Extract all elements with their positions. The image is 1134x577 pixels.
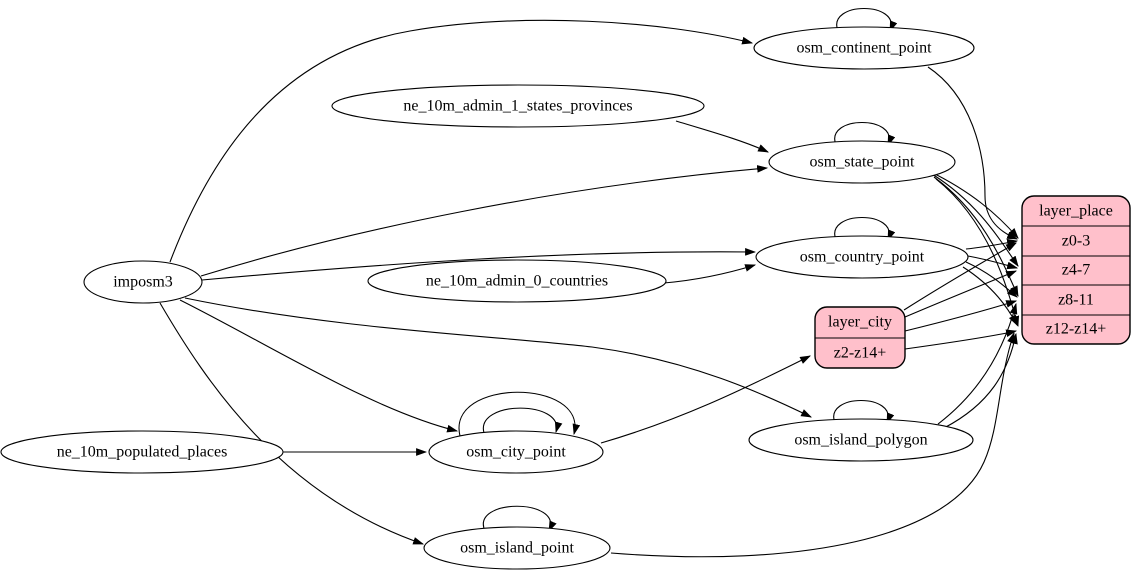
node-ellipse-osm_country_point: [755, 235, 969, 279]
edge-osm_state_point-to-layer_place-z0-3: [928, 170, 1019, 239]
layer-city-row-z2-z14: z2-z14+: [834, 345, 887, 362]
edge-ne_10m_admin_0_countries-to-osm_country_point: [663, 264, 757, 284]
selfloop-osm_continent_point: [836, 7, 898, 33]
node-osm_country_point: osm_country_point: [755, 235, 969, 279]
node-ellipse-osm_island_polygon: [748, 418, 974, 462]
edge-osm_city_point-to-layer_city-z2-z14: [600, 355, 811, 444]
edge-ne_10m_admin_1_states_provinces-to-osm_state_point: [675, 120, 770, 153]
selfloop-osm_country_point: [834, 216, 896, 242]
edge-layer_city-to-layer_place-z8-11: [904, 300, 1018, 332]
edge-imposm3-to-osm_island_point: [159, 302, 425, 545]
node-label-ne_10m_admin_1_states_provinces: ne_10m_admin_1_states_provinces: [403, 98, 632, 115]
node-ellipse-ne_10m_admin_1_states_provinces: [331, 84, 705, 128]
layer-place-row-z4-7: z4-7: [1062, 262, 1090, 279]
node-label-osm_island_polygon: osm_island_polygon: [794, 432, 927, 449]
edge-osm_island_polygon-to-layer_place-z12-z14: [943, 332, 1018, 429]
node-osm_island_point: osm_island_point: [423, 526, 611, 570]
edge-layer_city-to-layer_place-z4-7: [904, 270, 1018, 318]
edge-osm_country_point-to-layer_place-z12-z14: [962, 266, 1018, 326]
layer-place-row-z8-11: z8-11: [1058, 292, 1094, 309]
edge-imposm3-to-osm_state_point: [200, 165, 769, 277]
node-label-ne_10m_populated_places: ne_10m_populated_places: [57, 444, 228, 461]
edge-layer_city-to-layer_place-z0-3: [903, 242, 1017, 311]
node-ellipse-ne_10m_populated_places: [0, 430, 284, 474]
node-osm_island_polygon: osm_island_polygon: [748, 418, 974, 462]
selfloop-osm_state_point: [834, 121, 896, 147]
record-node-layer_place: layer_place z0-3 z4-7 z8-11 z12-z14+: [1021, 195, 1131, 345]
record-node-layer_city: layer_city z2-z14+: [814, 306, 906, 369]
edge-osm_continent_point-to-layer_place-z0-3: [927, 66, 1019, 240]
node-label-osm_city_point: osm_city_point: [466, 444, 566, 461]
edge-osm_country_point-to-layer_place-z0-3: [965, 238, 1019, 250]
edge-osm_state_point-to-layer_place-z8-11: [933, 176, 1019, 298]
node-ellipse-imposm3: [83, 260, 203, 304]
edge-imposm3-to-osm_island_polygon: [184, 297, 812, 418]
node-ellipse-osm_state_point: [768, 140, 956, 184]
node-label-osm_country_point: osm_country_point: [800, 249, 925, 266]
edge-imposm3-to-osm_country_point: [201, 248, 757, 281]
node-label-osm_state_point: osm_state_point: [810, 154, 915, 171]
edge-osm_state_point-to-layer_place-z4-7: [931, 173, 1019, 267]
node-ne_10m_populated_places: ne_10m_populated_places: [0, 430, 284, 474]
node-ne_10m_admin_0_countries: ne_10m_admin_0_countries: [367, 259, 667, 303]
node-ellipse-osm_island_point: [423, 526, 611, 570]
edge-osm_island_point-to-layer_place-z12-z14: [610, 331, 1015, 558]
node-label-osm_continent_point: osm_continent_point: [796, 40, 932, 57]
node-imposm3: imposm3: [83, 260, 203, 304]
selfloop-inner-osm_city_point: [483, 407, 563, 434]
layer-city-title: layer_city: [828, 314, 892, 331]
edge-layer_city-to-layer_place-z12-z14: [904, 329, 1018, 350]
layer-place-row-z12-z14: z12-z14+: [1046, 321, 1107, 338]
node-label-imposm3: imposm3: [113, 274, 173, 291]
node-osm_city_point: osm_city_point: [428, 430, 604, 474]
selfloop-outer-osm_city_point: [458, 391, 581, 437]
layer-place-title: layer_place: [1039, 203, 1113, 220]
edge-osm_country_point-to-layer_place-z4-7: [967, 255, 1019, 270]
node-ellipse-osm_continent_point: [753, 26, 975, 70]
edge-imposm3-to-osm_city_point: [179, 299, 459, 433]
node-label-osm_island_point: osm_island_point: [460, 540, 574, 557]
selfloop-osm_island_point: [482, 505, 557, 533]
edge-imposm3-to-osm_continent_point: [169, 19, 754, 263]
node-osm_continent_point: osm_continent_point: [753, 26, 975, 70]
edge-osm_island_polygon-to-layer_place-z8-11: [937, 302, 1018, 425]
node-ne_10m_admin_1_states_provinces: ne_10m_admin_1_states_provinces: [331, 84, 705, 128]
node-ellipse-ne_10m_admin_0_countries: [367, 259, 667, 303]
node-label-ne_10m_admin_0_countries: ne_10m_admin_0_countries: [426, 273, 608, 290]
node-osm_state_point: osm_state_point: [768, 140, 956, 184]
layer-place-box: [1021, 195, 1131, 345]
node-ellipse-osm_city_point: [428, 430, 604, 474]
selfloop-osm_island_polygon: [833, 399, 895, 425]
layer-place-row-z0-3: z0-3: [1062, 233, 1090, 250]
